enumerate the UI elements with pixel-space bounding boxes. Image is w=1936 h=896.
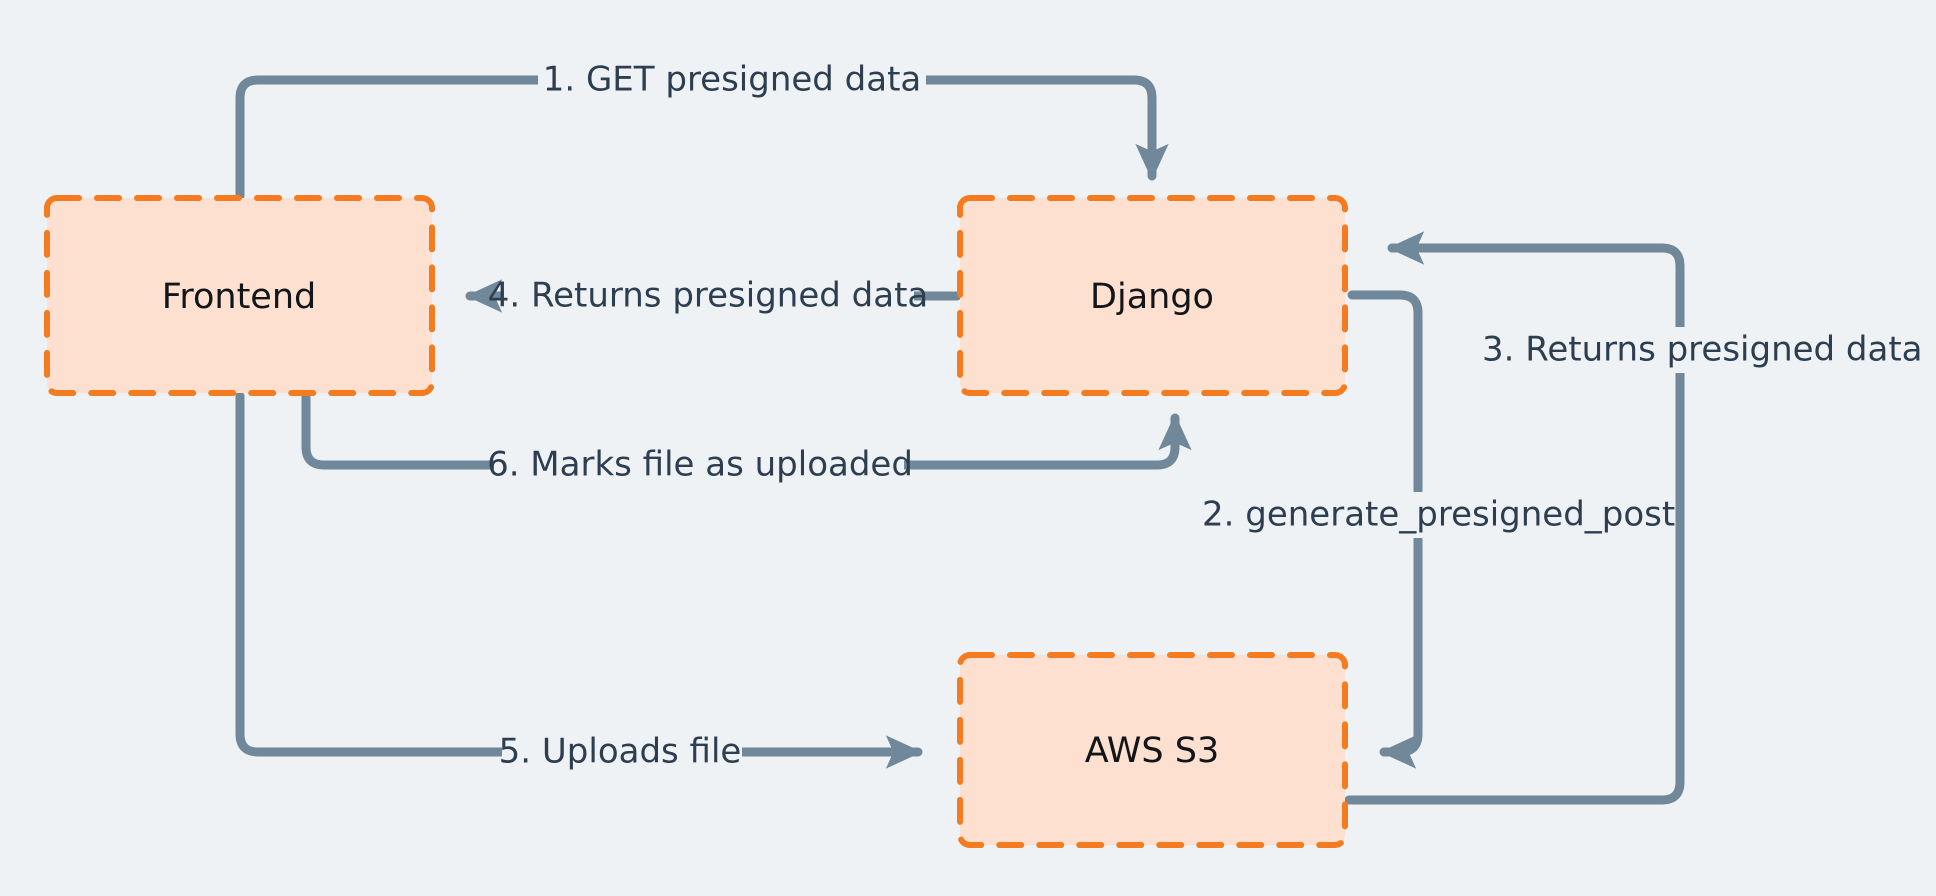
edge-1-get-presigned-data: 1. GET presigned data — [235, 57, 1169, 201]
edge-4-returns-presigned-data: 4. Returns presigned data — [465, 273, 962, 319]
node-aws-s3-label: AWS S3 — [1085, 731, 1219, 771]
node-django[interactable]: Django — [957, 195, 1348, 396]
edge-1-label: 1. GET presigned data — [543, 60, 922, 100]
edge-6-marks-file-as-uploaded: 6. Marks file as uploaded — [301, 391, 1192, 488]
node-django-label: Django — [1090, 277, 1214, 317]
node-frontend[interactable]: Frontend — [44, 195, 435, 396]
edge-3-label-plate — [1476, 327, 1888, 373]
edge-5-path — [235, 391, 923, 769]
edge-2-label-plate — [1196, 492, 1634, 538]
edge-1-label-plate — [538, 57, 926, 103]
node-aws-s3[interactable]: AWS S3 — [957, 652, 1348, 848]
edge-3-label: 3. Returns presigned data — [1482, 330, 1923, 370]
edge-4-label: 4. Returns presigned data — [488, 276, 929, 316]
edge-5-uploads-file: 5. Uploads file — [235, 391, 923, 775]
edge-2-label: 2. generate_presigned_post — [1202, 495, 1675, 535]
edge-6-label: 6. Marks file as uploaded — [487, 445, 913, 485]
edge-2-generate-presigned-post: 2. generate_presigned_post — [1196, 290, 1675, 769]
edge-5-label: 5. Uploads file — [499, 732, 742, 772]
edge-3-returns-presigned-data: 3. Returns presigned data — [1344, 231, 1923, 805]
node-django-box[interactable] — [957, 195, 1348, 396]
edge-6-label-plate — [494, 442, 904, 488]
node-frontend-box[interactable] — [44, 195, 435, 396]
edge-3-path — [1344, 231, 1685, 805]
node-frontend-label: Frontend — [162, 277, 316, 317]
edge-4-label-plate — [502, 273, 914, 319]
edge-5-label-plate — [502, 729, 742, 775]
node-aws-s3-box[interactable] — [957, 652, 1348, 848]
